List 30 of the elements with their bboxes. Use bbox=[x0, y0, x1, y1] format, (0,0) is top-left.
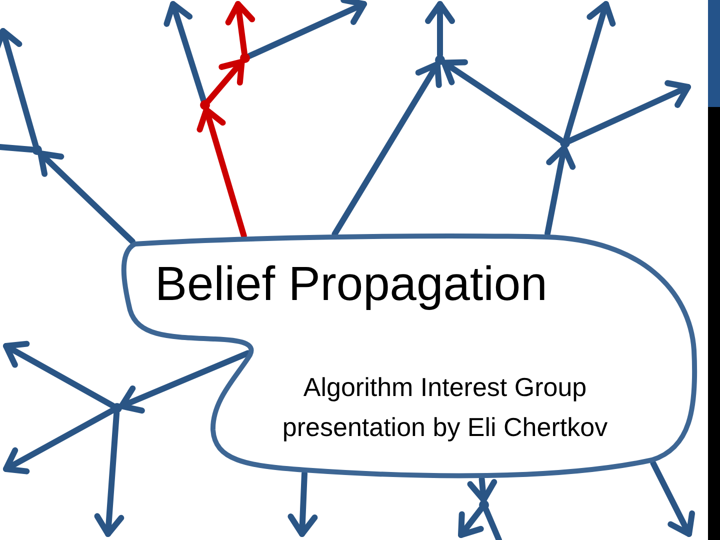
arrow bbox=[332, 61, 442, 238]
arrow bbox=[467, 476, 498, 503]
arrow bbox=[288, 470, 318, 537]
arrow bbox=[225, 1, 256, 56]
arrow bbox=[164, 1, 206, 104]
arrow bbox=[3, 407, 116, 474]
arrow bbox=[38, 150, 136, 245]
arrow bbox=[196, 106, 247, 239]
line bbox=[0, 144, 35, 153]
junction-dot bbox=[200, 100, 210, 110]
arrow bbox=[441, 59, 564, 144]
arrow bbox=[650, 460, 696, 537]
arrow bbox=[0, 28, 39, 148]
junction-dot bbox=[435, 55, 445, 65]
arrow bbox=[563, 1, 616, 142]
subtitle-text: Algorithm Interest Group presentation by Eli Chertkov bbox=[281, 371, 609, 444]
line bbox=[483, 506, 502, 540]
arrow bbox=[425, 1, 455, 58]
arrow bbox=[544, 144, 576, 237]
arrow bbox=[566, 80, 691, 144]
junction-dot bbox=[32, 145, 42, 155]
arrow bbox=[205, 58, 245, 104]
title-text: Belief Propagation bbox=[155, 258, 548, 312]
junction-dot bbox=[479, 500, 489, 510]
arrow bbox=[246, 0, 367, 59]
junction-dot bbox=[240, 53, 250, 63]
arrow bbox=[94, 410, 124, 537]
arrow bbox=[458, 506, 484, 538]
arrow bbox=[3, 340, 116, 409]
junction-dot bbox=[560, 138, 570, 148]
